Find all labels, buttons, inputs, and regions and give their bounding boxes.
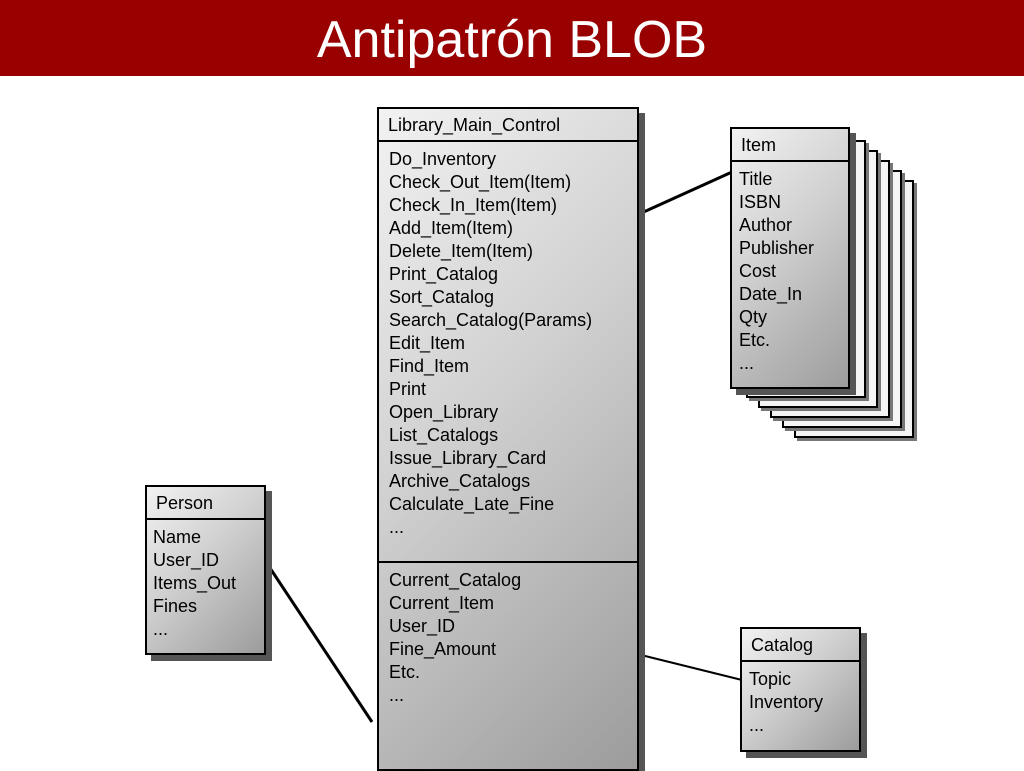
attribute-row: Etc. <box>389 662 421 682</box>
attribute-row: Current_Catalog <box>389 570 522 590</box>
attribute-row: ... <box>749 715 765 735</box>
attribute-row: Qty <box>739 307 768 327</box>
operation-row: Find_Item <box>389 356 470 376</box>
attribute-row: Date_In <box>739 284 803 304</box>
operation-row: ... <box>389 517 405 537</box>
attribute-row: ISBN <box>739 192 782 212</box>
attribute-row: ... <box>153 619 169 639</box>
class-name: Catalog <box>742 629 859 662</box>
operation-row: Delete_Item(Item) <box>389 241 534 261</box>
operation-row: Issue_Library_Card <box>389 448 547 468</box>
line-main-to-catalog <box>636 653 743 681</box>
operation-row: Open_Library <box>389 402 499 422</box>
attribute-row: Title <box>739 169 773 189</box>
operation-row: List_Catalogs <box>389 425 499 445</box>
operation-row: Edit_Item <box>389 333 466 353</box>
operation-row: Sort_Catalog <box>389 287 495 307</box>
attribute-row: Inventory <box>749 692 824 712</box>
attribute-row: Name <box>153 527 202 547</box>
operation-row: Check_Out_Item(Item) <box>389 172 572 192</box>
attribute-row: Fine_Amount <box>389 639 497 659</box>
attribute-row: Items_Out <box>153 573 237 593</box>
title-bar <box>0 0 1024 76</box>
attribute-row: Topic <box>749 669 792 689</box>
class-name: Library_Main_Control <box>379 109 637 142</box>
slide-title: Antipatrón BLOB <box>316 11 708 69</box>
operation-row: Search_Catalog(Params) <box>389 310 593 330</box>
attribute-row: Cost <box>739 261 777 281</box>
operation-row: Add_Item(Item) <box>389 218 514 238</box>
operation-row: Calculate_Late_Fine <box>389 494 555 514</box>
title-divider <box>0 76 1024 79</box>
operation-row: Print_Catalog <box>389 264 499 284</box>
operation-row: Archive_Catalogs <box>389 471 531 491</box>
operation-row: Check_In_Item(Item) <box>389 195 558 215</box>
attribute-row: Publisher <box>739 238 815 258</box>
attribute-row: User_ID <box>153 550 220 570</box>
attribute-row: ... <box>389 685 405 705</box>
class-name: Item <box>732 129 848 162</box>
attribute-row: Etc. <box>739 330 771 350</box>
line-person-to-main <box>264 561 374 723</box>
attribute-row: Author <box>739 215 793 235</box>
attribute-row: ... <box>739 353 755 373</box>
attribute-row: Current_Item <box>389 593 495 613</box>
attribute-row: Fines <box>153 596 198 616</box>
operation-row: Do_Inventory <box>389 149 497 169</box>
operation-row: Print <box>389 379 427 399</box>
line-main-to-item <box>636 170 733 217</box>
attribute-row: User_ID <box>389 616 456 636</box>
class-name: Person <box>147 487 264 520</box>
